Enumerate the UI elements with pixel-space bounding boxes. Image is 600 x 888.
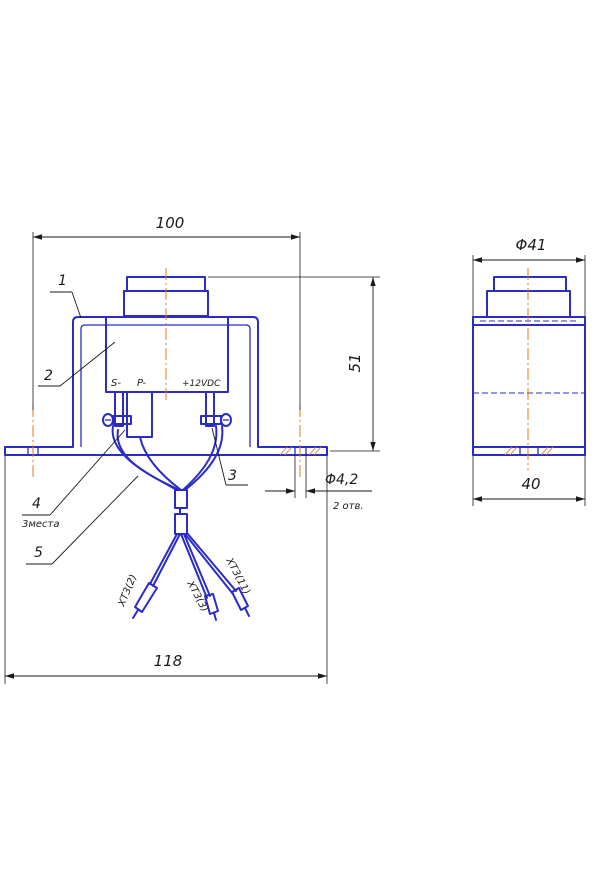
wire-label-xt3-11: XT3(11) (223, 555, 252, 596)
wire-harness (111, 425, 250, 621)
callout-2: 2 (38, 341, 116, 387)
side-hole-hatch (504, 446, 554, 456)
terminal-label-s-minus: S- (111, 378, 121, 389)
side-bracket-bottom (472, 446, 586, 456)
mounting-hole-left (27, 447, 39, 455)
svg-text:1: 1 (58, 273, 67, 289)
side-view: Φ41 40 (472, 236, 586, 506)
sensor-housing (105, 316, 229, 393)
screw-right (200, 413, 232, 427)
connector-block (126, 391, 153, 438)
callout-1: 1 (50, 273, 82, 319)
dimension-label-118: 118 (154, 652, 183, 670)
svg-text:4: 4 (32, 496, 41, 512)
callout-4: 4 3места (22, 429, 126, 530)
dimension-height: 51 (208, 276, 380, 452)
dimension-label-phi41: Φ41 (516, 236, 547, 254)
dimension-side-width: 40 (472, 455, 586, 506)
svg-text:2: 2 (44, 368, 53, 384)
terminal-label-p-minus: P- (137, 378, 146, 389)
side-cap-top (493, 276, 567, 292)
dimension-hole: Φ4,2 2 отв. (265, 455, 372, 512)
dimension-label-51: 51 (346, 353, 364, 372)
callout-3: 3 (211, 427, 248, 486)
dimension-label-hole: Φ4,2 (325, 472, 358, 488)
front-view: 100 51 Φ4,2 2 отв. 118 S- P- (4, 214, 380, 684)
dimension-label-100: 100 (156, 214, 185, 232)
dimension-label-40: 40 (521, 475, 540, 493)
dimension-side-diameter: Φ41 (472, 236, 586, 317)
mounting-hole-right (279, 446, 322, 456)
side-housing (472, 324, 586, 448)
connector-pin-left (114, 391, 124, 427)
callout-4-note: 3места (22, 519, 60, 530)
svg-text:3: 3 (228, 468, 237, 484)
callout-5: 5 (26, 475, 139, 565)
screw-left (102, 413, 132, 427)
dimension-width-top: 100 (32, 214, 301, 410)
bracket-outline (4, 316, 328, 456)
svg-text:5: 5 (34, 545, 43, 561)
dimension-label-hole-count: 2 отв. (333, 501, 364, 512)
terminal-label-12vdc: +12VDC (182, 379, 221, 389)
dimension-width-bottom: 118 (4, 455, 328, 684)
connector-pin-right (205, 391, 215, 427)
